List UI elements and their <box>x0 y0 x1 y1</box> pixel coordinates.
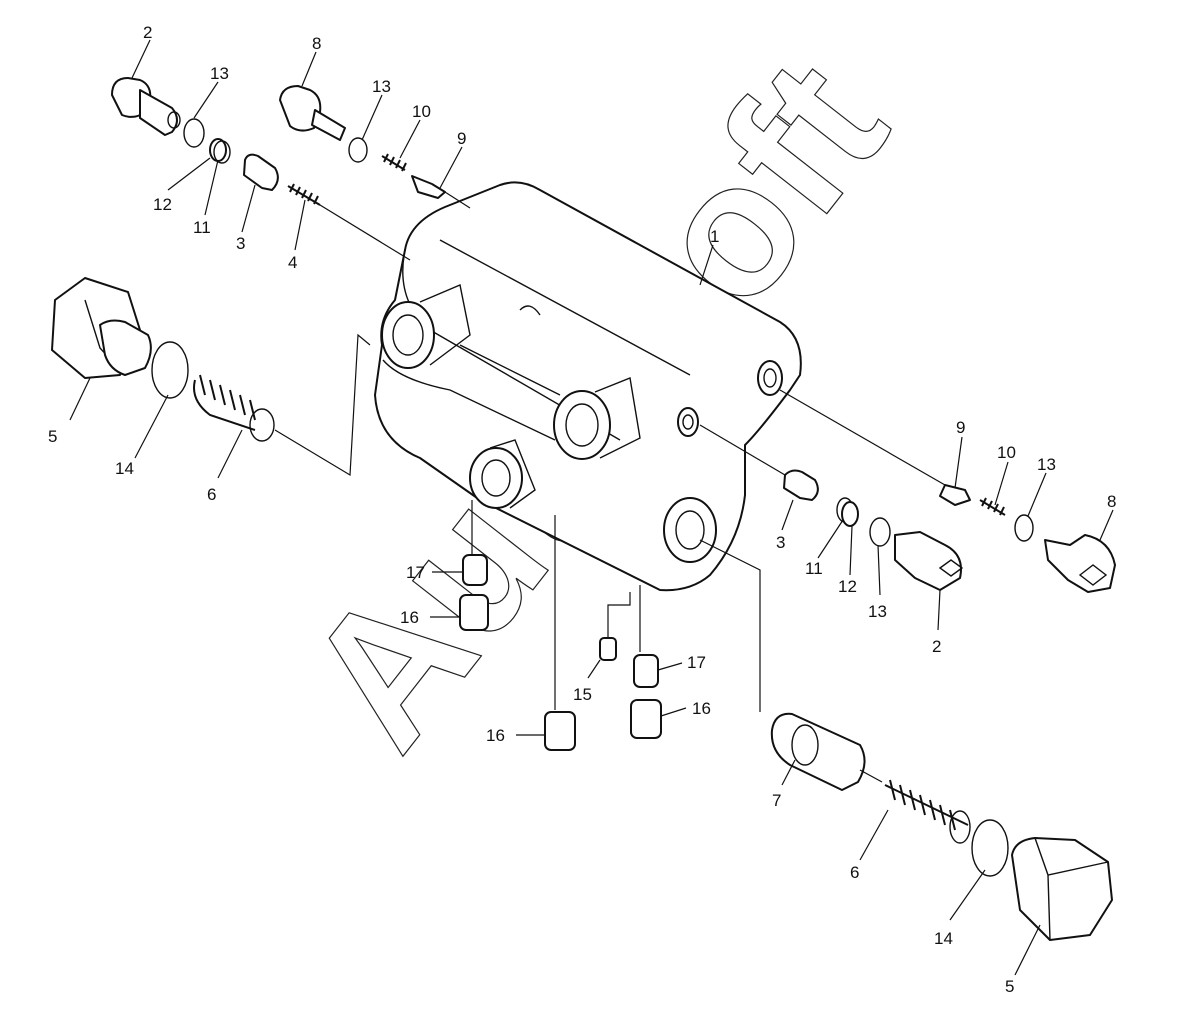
callout-10: 10 <box>412 102 431 121</box>
callout-8: 8 <box>1107 492 1116 511</box>
callout-1: 1 <box>710 227 719 246</box>
callout-6: 6 <box>850 863 859 882</box>
callout-17: 17 <box>406 563 425 582</box>
callout-12: 12 <box>838 577 857 596</box>
callout-13: 13 <box>868 602 887 621</box>
callout-2: 2 <box>932 637 941 656</box>
valve-body <box>374 181 802 592</box>
callout-16: 16 <box>400 608 419 627</box>
callout-17: 17 <box>687 653 706 672</box>
callout-5: 5 <box>48 427 57 446</box>
left-plug-assembly <box>51 277 371 477</box>
callout-9: 9 <box>457 129 466 148</box>
callout-16: 16 <box>486 726 505 745</box>
top-left-assembly <box>111 77 411 261</box>
callout-10: 10 <box>997 443 1016 462</box>
callout-13: 13 <box>210 64 229 83</box>
callout-12: 12 <box>153 195 172 214</box>
callout-14: 14 <box>115 459 134 478</box>
bottom-right-assembly <box>699 539 1113 941</box>
callout-11: 11 <box>193 218 211 237</box>
callout-labels: 2 13 12 11 3 4 8 13 10 9 1 5 14 6 9 10 1… <box>48 23 1116 996</box>
callout-2: 2 <box>143 23 152 42</box>
callout-5: 5 <box>1005 977 1014 996</box>
callout-7: 7 <box>772 791 781 810</box>
callout-16: 16 <box>692 699 711 718</box>
callout-6: 6 <box>207 485 216 504</box>
bottom-plugs <box>459 500 662 751</box>
callout-4: 4 <box>288 253 297 272</box>
callout-14: 14 <box>934 929 953 948</box>
right-side-assembly <box>699 389 1116 593</box>
callout-15: 15 <box>573 685 592 704</box>
callout-11: 11 <box>805 559 823 578</box>
callout-leaders <box>69 39 1114 976</box>
callout-9: 9 <box>956 418 965 437</box>
top-center-assembly <box>279 85 471 209</box>
callout-8: 8 <box>312 34 321 53</box>
callout-13: 13 <box>1037 455 1056 474</box>
callout-13: 13 <box>372 77 391 96</box>
callout-3: 3 <box>236 234 245 253</box>
callout-3: 3 <box>776 533 785 552</box>
